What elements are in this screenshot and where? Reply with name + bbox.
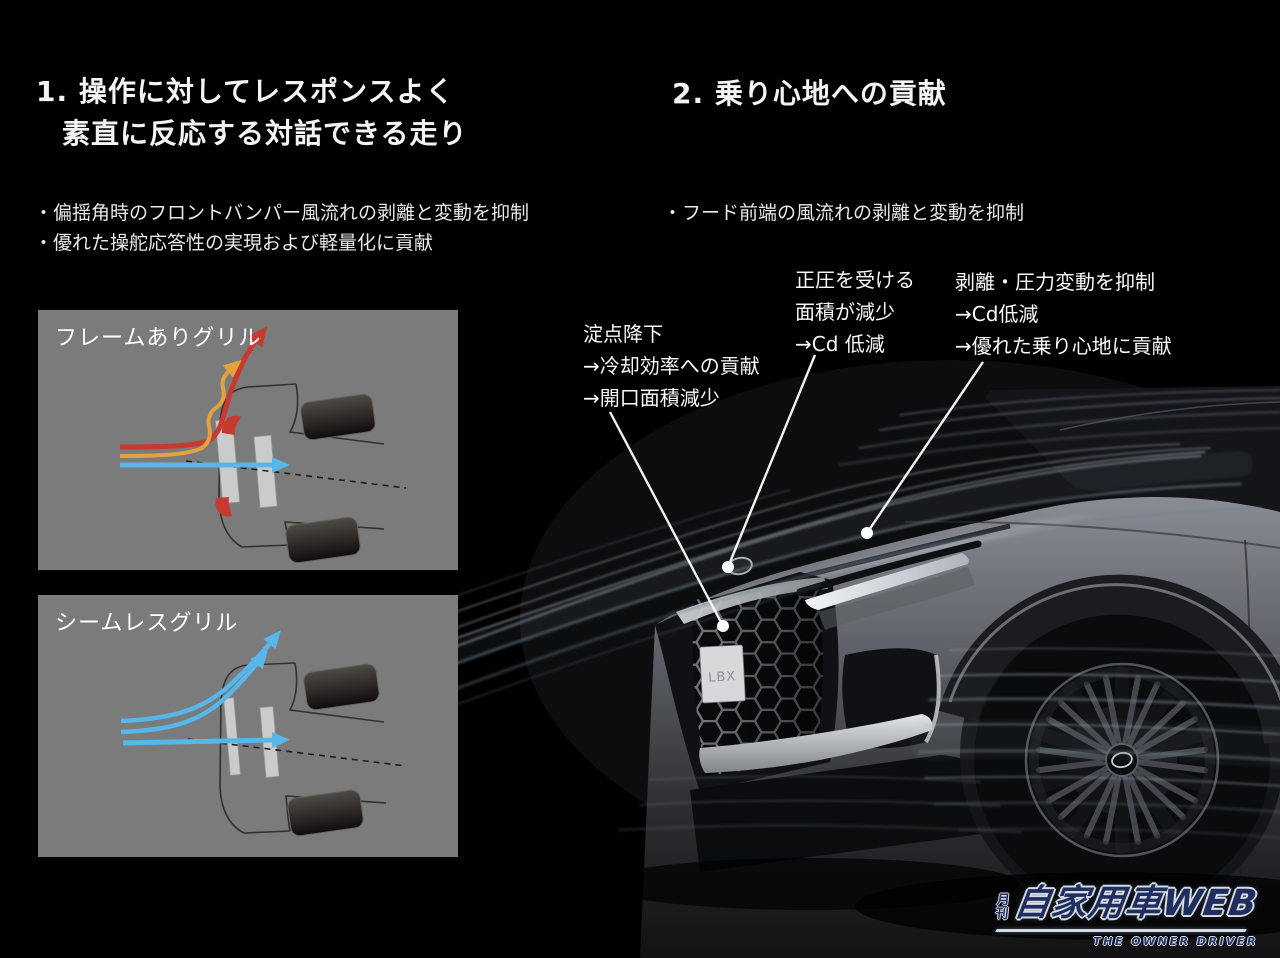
left-heading-line2: 素直に反応する対話できる走り [62,117,468,150]
logo-main-text: 自家用車WEB [1011,883,1261,924]
top-wheel [303,663,380,711]
right-bullet-1: ・フード前端の風流れの剥離と変動を抑制 [663,202,1025,224]
left-bullet-2: ・優れた操舵応答性の実現および軽量化に貢献 [34,232,434,254]
framed-grille-panel: フレームありグリル [38,310,458,570]
seamless-grille-label: シームレスグリル [55,611,239,636]
headlight-under-shade [818,566,975,630]
stagnation-line3: →開口面積減少 [583,386,720,410]
car-airflow-visualization: LBX [440,360,1280,958]
left-heading-line1: 1. 操作に対してレスポンスよく [36,75,455,108]
separation-annotation: 剥離・圧力変動を抑制 →Cd低減 →優れた乗り心地に貢献 [955,266,1172,362]
bumper-blade [699,714,933,773]
lower-bumper [690,755,1013,872]
blue-flow-arrow-straight [122,732,290,749]
logo-tagline: THE OWNER DRIVER [1093,935,1258,948]
stagnation-annotation: 淀点降下 →冷却効率への貢献 →開口面積減少 [583,318,760,414]
right-heading: 2. 乗り心地への貢献 [672,77,947,110]
fender-lip [948,583,1280,703]
leader-dot-hood-front [722,561,734,573]
headlight-brow [796,540,982,596]
blue-flow-arrow-outer [120,630,281,724]
blue-flow-arrow-inner [120,650,268,735]
license-plate-text: LBX [708,669,737,685]
separation-wedge-top [221,415,241,435]
hood-front-strip [676,577,828,624]
seamless-grille-bar [223,697,241,776]
separation-line3: →優れた乗り心地に貢献 [955,334,1172,358]
stagnation-line1: 淀点降下 [583,322,663,346]
pressure-line2: 面積が減少 [795,300,895,324]
pressure-annotation: 正圧を受ける 面積が減少 →Cd 低減 [795,264,915,360]
stagnation-line2: →冷却効率への貢献 [583,354,760,378]
leader-dot-grille [717,620,729,632]
separation-line1: 剥離・圧力変動を抑制 [955,270,1155,294]
bottom-wheel [287,789,364,837]
magazine-logo: 月刊 自家用車WEB THE OWNER DRIVER [994,874,1261,948]
leader-line-separation [866,361,984,534]
bottom-wheel [285,516,361,564]
pressure-line3: →Cd 低減 [795,332,885,356]
leader-line-stagnation [608,411,725,627]
leader-dot-hood [861,527,873,539]
fender-crease [904,520,1280,549]
separation-line2: →Cd低減 [955,302,1039,326]
headlight [805,553,969,610]
seamless-grille-panel: シームレスグリル [38,595,458,857]
logo-underline [995,929,1247,932]
pressure-line1: 正圧を受ける [795,268,915,292]
separation-wedge-bottom [215,497,232,517]
left-bullet-1: ・偏揺角時のフロントバンパー風流れの剥離と変動を抑制 [34,202,529,224]
bumper-shadow [600,858,1020,910]
leader-line-pressure [726,354,817,568]
roof-line [1059,401,1280,431]
framed-grille-diagram [119,326,407,564]
orange-flow-arrow [119,360,242,458]
grille-shade [692,586,824,776]
logo-prefix: 月刊 [994,893,1011,922]
seamless-grille-diagram [120,630,407,837]
red-flow-arrow [119,326,268,450]
wheel-arch-cladding [938,574,1280,745]
top-wheel [300,393,376,441]
license-plate: LBX [699,644,746,704]
airflow-streaks [440,389,1280,840]
framed-grille-label: フレームありグリル [55,326,262,351]
